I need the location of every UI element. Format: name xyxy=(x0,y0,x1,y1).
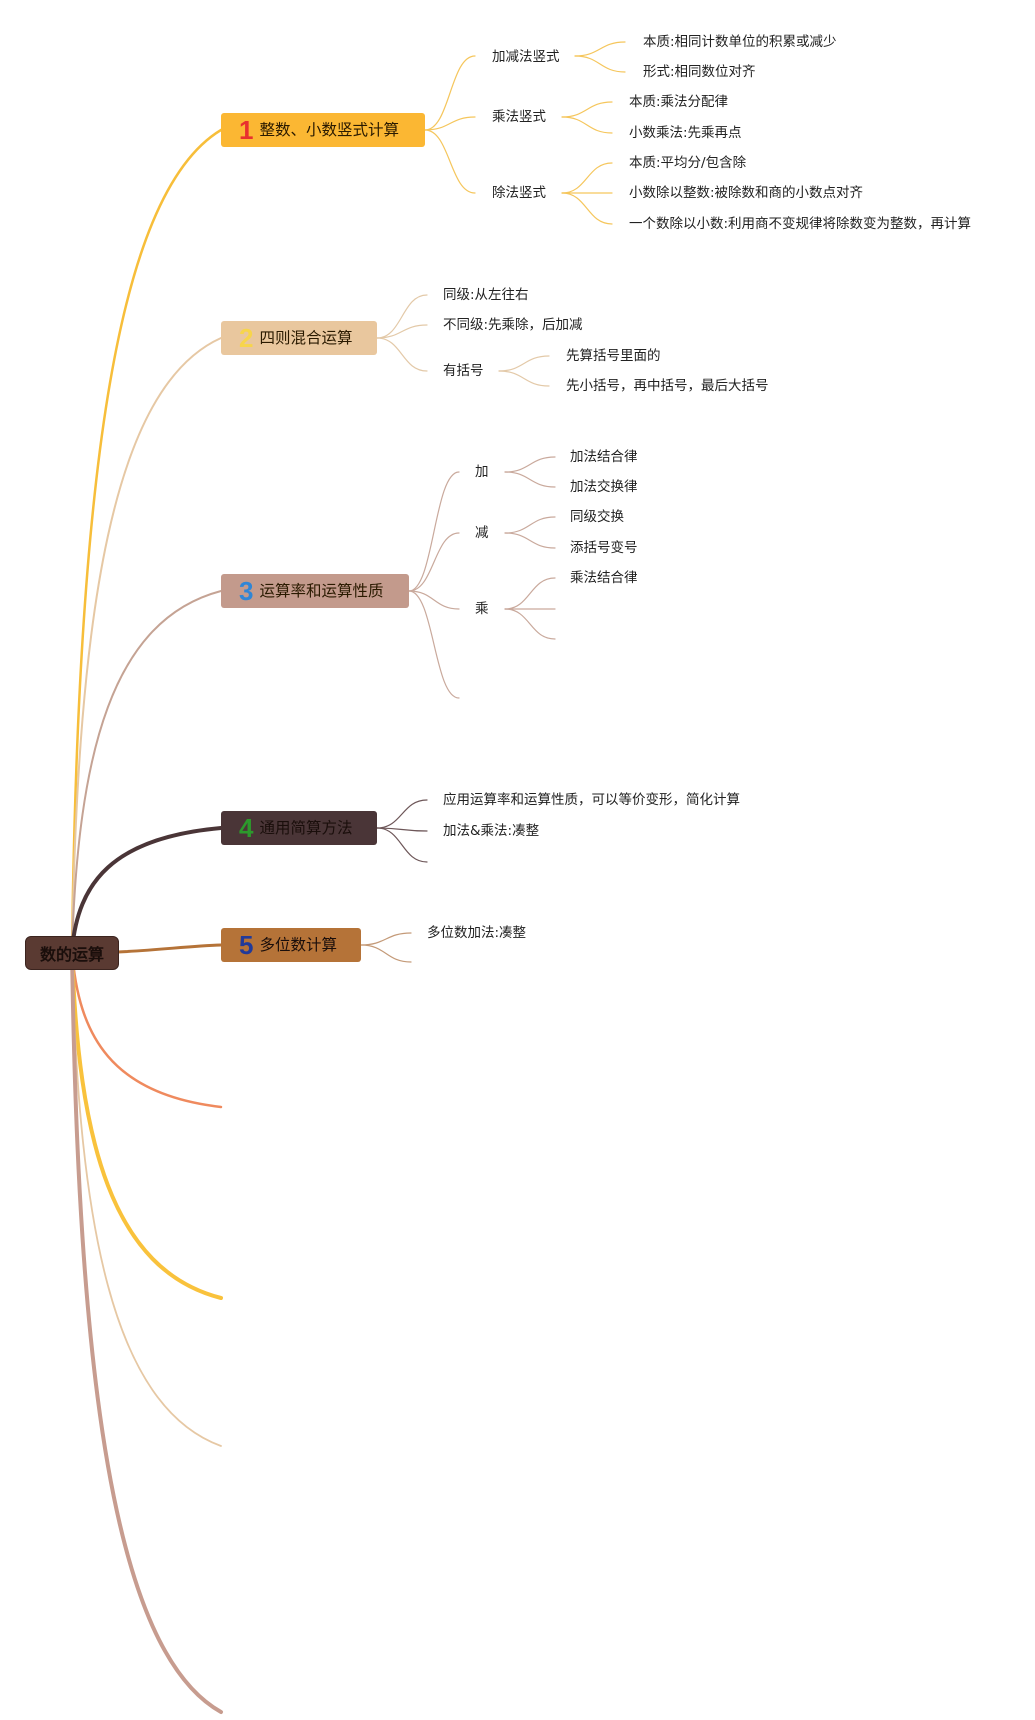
b1-2-connector-1 xyxy=(561,101,613,118)
topic-4-1-label[interactable]: 应用运算率和运算性质，可以等价变形，简化计算 xyxy=(443,792,740,808)
topic-3-3-label[interactable]: 乘 xyxy=(475,601,489,617)
b1-1-connector-2 xyxy=(574,55,626,73)
topic-2-2-label[interactable]: 不同级:先乘除，后加减 xyxy=(443,317,583,333)
topic-1-3-label[interactable]: 除法竖式 xyxy=(492,185,546,201)
b1-connector-1 xyxy=(424,55,476,131)
b5-connector-1 xyxy=(360,932,412,946)
topic-3-2-label[interactable]: 减 xyxy=(475,525,489,541)
b2-connector-1 xyxy=(376,294,428,339)
topic-1-2-item-2[interactable]: 小数乘法:先乘再点 xyxy=(629,125,742,141)
b2-connector-3 xyxy=(376,337,428,372)
topic-3-1-item-1[interactable]: 加法结合律 xyxy=(570,449,638,465)
b3-connector-3 xyxy=(408,590,460,610)
topic-2-3-item-2[interactable]: 先小括号，再中括号，最后大括号 xyxy=(566,378,769,394)
b1-1-connector-1 xyxy=(574,41,626,57)
branch-5-number: 5 xyxy=(239,930,254,960)
b1-3-connector-1 xyxy=(561,162,613,194)
branch-5-label: 多位数计算 xyxy=(259,936,337,954)
branch-2-number: 2 xyxy=(239,323,254,353)
branch-1-label: 整数、小数竖式计算 xyxy=(259,121,399,139)
root-connector-7 xyxy=(70,948,223,1300)
topic-1-1-item-1[interactable]: 本质:相同计数单位的积累或减少 xyxy=(643,34,837,50)
root-connector-3 xyxy=(71,590,222,951)
root-connector-6 xyxy=(70,948,223,1109)
branch-3-node[interactable]: 3 运算率和运算性质 xyxy=(221,574,409,608)
root-connector-5 xyxy=(116,943,223,954)
topic-1-1-label[interactable]: 加减法竖式 xyxy=(492,49,560,65)
topic-1-1-item-2[interactable]: 形式:相同数位对齐 xyxy=(643,64,756,80)
topic-3-2-item-1[interactable]: 同级交换 xyxy=(570,509,624,525)
root-connector-9 xyxy=(70,948,223,1714)
topic-3-1-label[interactable]: 加 xyxy=(475,464,489,480)
branch-2-label: 四则混合运算 xyxy=(259,329,353,347)
b3-connector-4 xyxy=(408,590,460,699)
topic-2-3-label[interactable]: 有括号 xyxy=(443,363,484,379)
branch-4-number: 4 xyxy=(239,813,254,843)
b3-1-connector-1 xyxy=(504,456,556,473)
branch-5-node[interactable]: 5 多位数计算 xyxy=(221,928,361,962)
branch-2-node[interactable]: 2 四则混合运算 xyxy=(221,321,377,355)
topic-3-3-item-1[interactable]: 乘法结合律 xyxy=(570,570,638,586)
b1-connector-2 xyxy=(424,116,476,131)
b3-3-connector-1 xyxy=(504,577,556,610)
topic-2-3-item-1[interactable]: 先算括号里面的 xyxy=(566,348,661,364)
b4-connector-3 xyxy=(376,827,428,863)
topic-4-2-label[interactable]: 加法&乘法:凑整 xyxy=(443,823,540,839)
b1-connector-3 xyxy=(424,129,476,194)
b1-2-connector-2 xyxy=(561,116,613,134)
b3-3-connector-3 xyxy=(504,608,556,640)
topic-3-1-item-2[interactable]: 加法交换律 xyxy=(570,479,638,495)
branch-1-node[interactable]: 1 整数、小数竖式计算 xyxy=(221,113,425,147)
topic-2-1-label[interactable]: 同级:从左往右 xyxy=(443,287,529,303)
b3-1-connector-2 xyxy=(504,471,556,488)
b1-3-connector-3 xyxy=(561,192,613,225)
b2-3-connector-1 xyxy=(498,355,550,372)
topic-5-1-label[interactable]: 多位数加法:凑整 xyxy=(427,925,527,941)
branch-1-number: 1 xyxy=(239,115,254,145)
b2-connector-2 xyxy=(376,324,428,339)
b3-connector-2 xyxy=(408,532,460,592)
b5-connector-2 xyxy=(360,944,412,963)
topic-1-2-label[interactable]: 乘法竖式 xyxy=(492,109,546,125)
root-connector-2 xyxy=(71,337,222,951)
topic-1-3-item-3[interactable]: 一个数除以小数:利用商不变规律将除数变为整数，再计算 xyxy=(629,216,972,232)
branch-4-node[interactable]: 4 通用简算方法 xyxy=(221,811,377,845)
topic-3-2-item-2[interactable]: 添括号变号 xyxy=(570,540,638,556)
b3-connector-1 xyxy=(408,471,460,592)
branch-3-label: 运算率和运算性质 xyxy=(259,582,384,600)
topic-1-3-item-2[interactable]: 小数除以整数:被除数和商的小数点对齐 xyxy=(629,185,864,201)
branch-3-number: 3 xyxy=(239,576,254,606)
b2-3-connector-2 xyxy=(498,370,550,387)
b4-connector-1 xyxy=(376,799,428,829)
root-node[interactable]: 数的运算 xyxy=(25,936,119,970)
root-connector-1 xyxy=(70,128,223,952)
topic-1-2-item-1[interactable]: 本质:乘法分配律 xyxy=(629,94,729,110)
root-connector-4 xyxy=(70,826,223,952)
branch-4-label: 通用简算方法 xyxy=(259,819,353,837)
b3-2-connector-1 xyxy=(504,516,556,534)
topic-1-3-item-1[interactable]: 本质:平均分/包含除 xyxy=(629,155,747,171)
b3-2-connector-2 xyxy=(504,532,556,549)
